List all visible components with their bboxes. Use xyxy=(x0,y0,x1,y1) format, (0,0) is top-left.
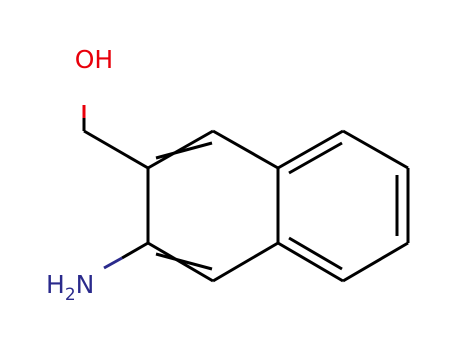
amine-h: H xyxy=(46,270,65,299)
bond-c3-n xyxy=(121,241,149,260)
bond-c8a-c8-inner xyxy=(288,141,343,175)
bond-c4-c4a xyxy=(212,241,279,283)
amine-subscript: 2 xyxy=(65,285,76,305)
bond-c3-c4-inner xyxy=(155,252,213,271)
bond-c8a-c8 xyxy=(277,129,344,170)
bond-c8-c7 xyxy=(342,129,409,170)
hydroxyl-label: OH xyxy=(75,45,113,74)
bond-c6-c5 xyxy=(342,241,409,283)
bond-c2-ch2 xyxy=(83,129,149,170)
amine-label: H2N xyxy=(46,270,94,305)
bond-c5-c4a-inner xyxy=(288,236,343,271)
bond-c8a-c1 xyxy=(212,129,279,170)
bond-c5-c4a xyxy=(277,241,344,283)
bond-c3-n-colored xyxy=(103,256,123,270)
bond-c1-c2 xyxy=(147,129,214,170)
bond-c1-c2-inner xyxy=(155,141,213,160)
amine-n: N xyxy=(76,270,95,299)
